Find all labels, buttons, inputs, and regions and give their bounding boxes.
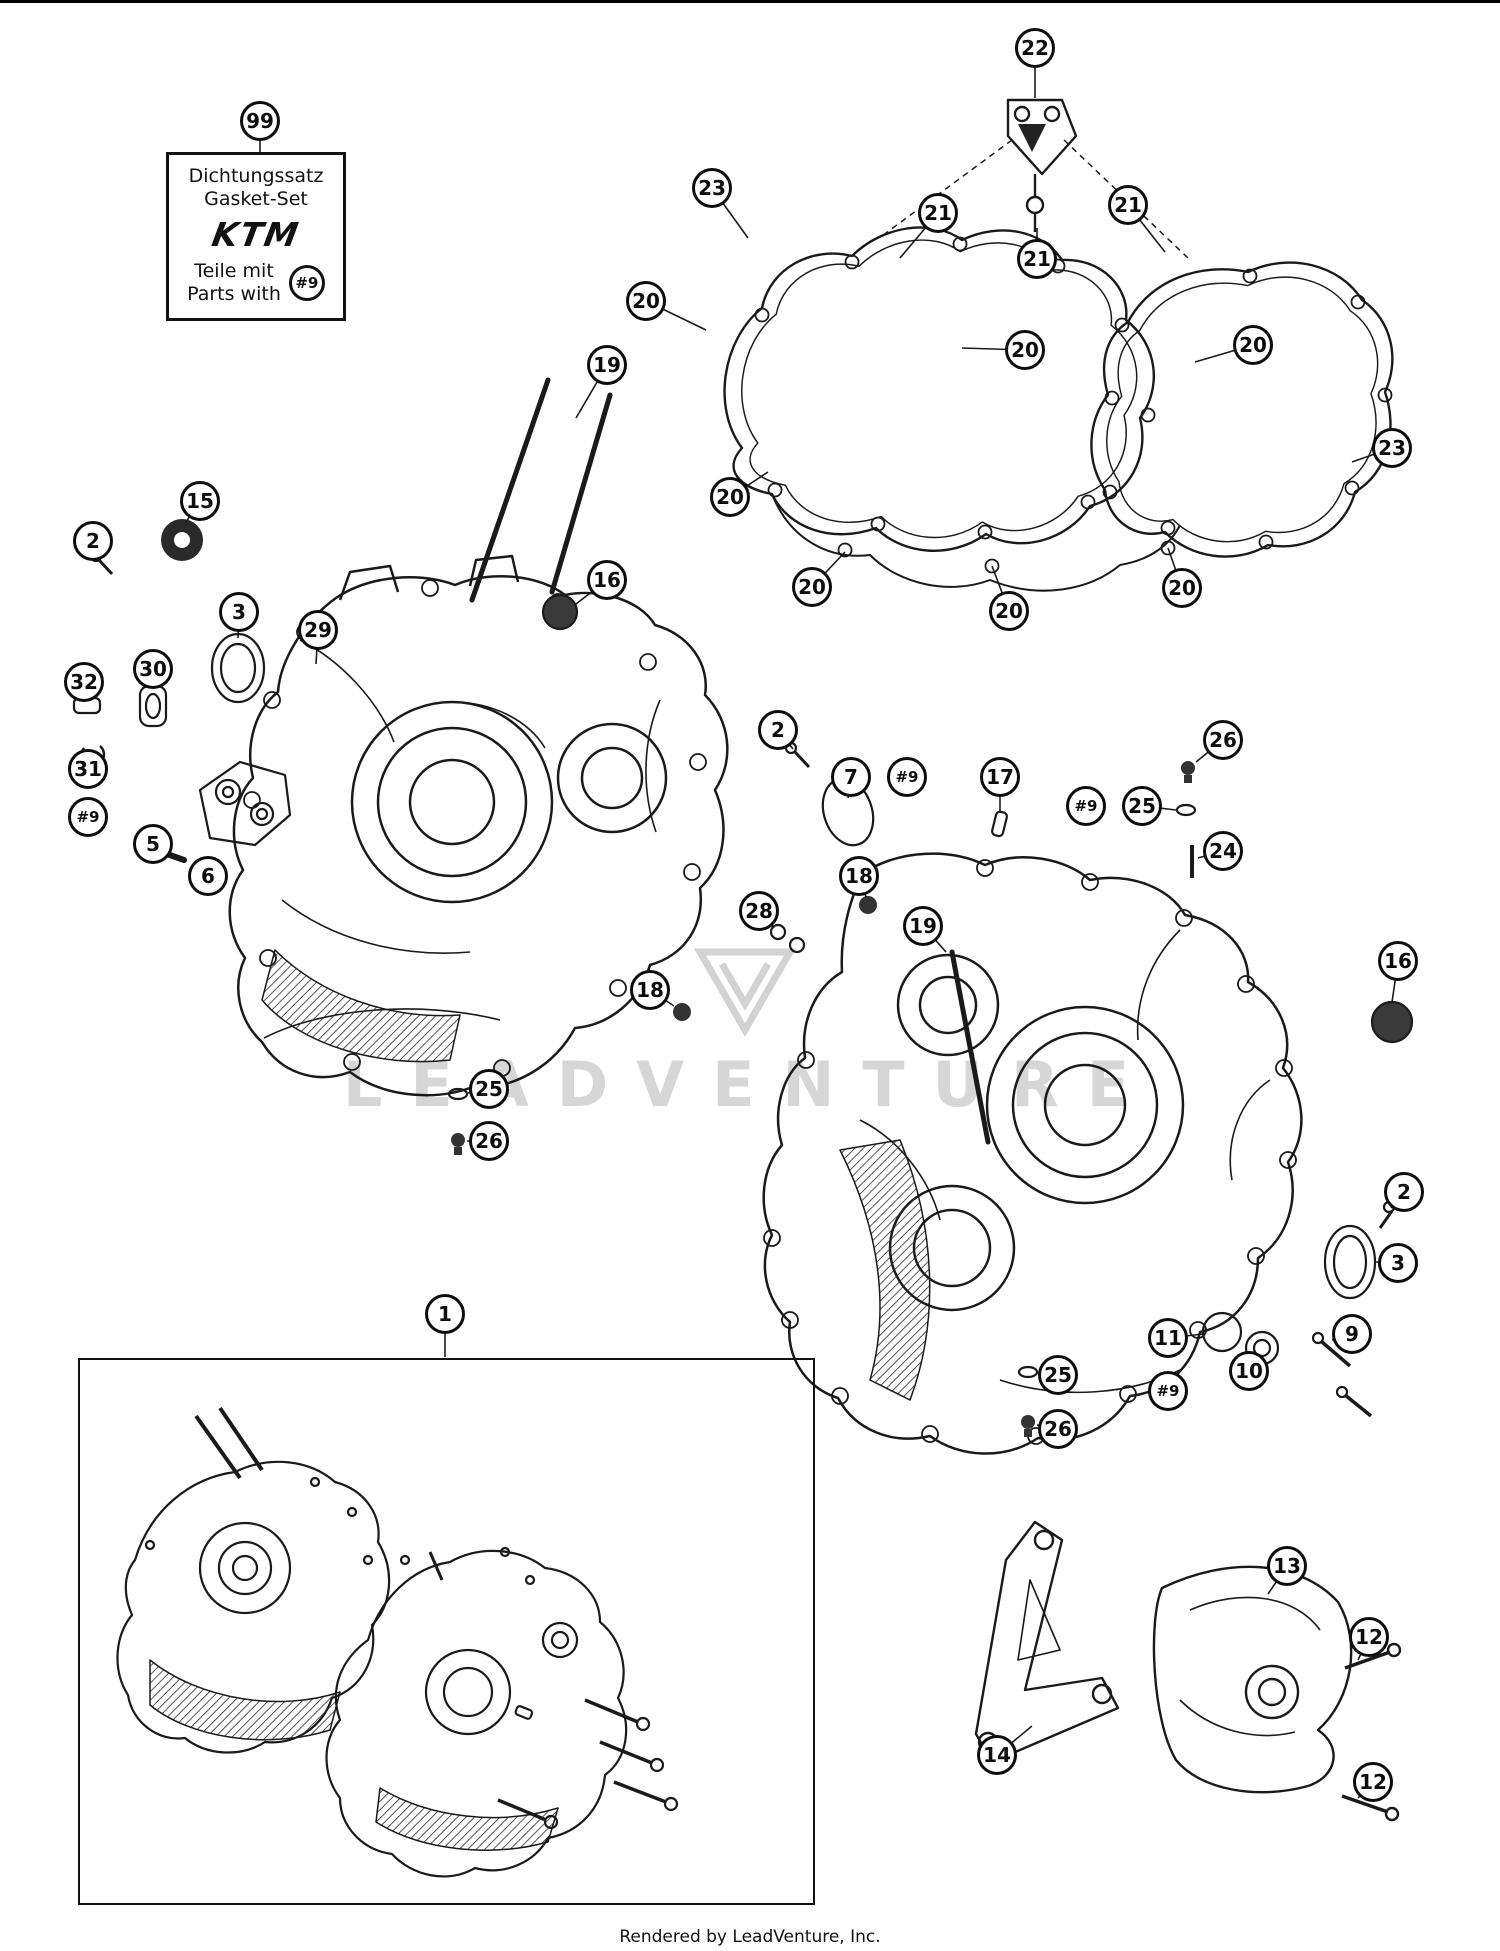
part-22-bracket <box>881 98 1189 259</box>
callout-17[interactable]: 17 <box>980 757 1020 797</box>
callout-9[interactable]: 9 <box>1332 1314 1372 1354</box>
callout-20[interactable]: 20 <box>1233 325 1273 365</box>
callout-6[interactable]: 6 <box>188 856 228 896</box>
callout-14[interactable]: 14 <box>977 1735 1017 1775</box>
callout-25[interactable]: 25 <box>1038 1355 1078 1395</box>
callout-16[interactable]: 16 <box>1378 941 1418 981</box>
callout-26[interactable]: 26 <box>1038 1409 1078 1449</box>
watermark-logo-icon <box>693 948 797 1038</box>
callout-20[interactable]: 20 <box>710 477 750 517</box>
callout-25[interactable]: 25 <box>1122 786 1162 826</box>
callout-11[interactable]: 11 <box>1148 1318 1188 1358</box>
callout-25[interactable]: 25 <box>469 1069 509 1109</box>
callout-12[interactable]: 12 <box>1353 1762 1393 1802</box>
callout-16[interactable]: 16 <box>587 560 627 600</box>
callout-23[interactable]: 23 <box>1372 428 1412 468</box>
callout-3[interactable]: 3 <box>219 592 259 632</box>
watermark: LEADVENTURE <box>342 1048 1158 1121</box>
gasket-outline <box>723 226 1394 592</box>
callout-26[interactable]: 26 <box>469 1121 509 1161</box>
callout-21[interactable]: 21 <box>918 193 958 233</box>
callout-15[interactable]: 15 <box>180 481 220 521</box>
callout-22[interactable]: 22 <box>1015 28 1055 68</box>
callout-hash9[interactable]: #9 <box>887 757 927 797</box>
callout-30[interactable]: 30 <box>133 649 173 689</box>
callout-32[interactable]: 32 <box>64 662 104 702</box>
callout-hash9[interactable]: #9 <box>68 797 108 837</box>
callout-20[interactable]: 20 <box>792 567 832 607</box>
footer-credit: Rendered by LeadVenture, Inc. <box>619 1927 881 1947</box>
callout-3[interactable]: 3 <box>1378 1243 1418 1283</box>
callout-29[interactable]: 29 <box>298 610 338 650</box>
callout-20[interactable]: 20 <box>989 591 1029 631</box>
callout-2[interactable]: 2 <box>73 521 113 561</box>
callout-28[interactable]: 28 <box>739 891 779 931</box>
callout-24[interactable]: 24 <box>1203 831 1243 871</box>
gasket-set-box: Dichtungssatz Gasket-Set KTM Teile mit P… <box>166 152 346 321</box>
callout-2[interactable]: 2 <box>758 710 798 750</box>
callout-1[interactable]: 1 <box>425 1294 465 1334</box>
gasket-set-line-en: Gasket-Set <box>204 187 308 210</box>
callout-10[interactable]: 10 <box>1229 1351 1269 1391</box>
callout-21[interactable]: 21 <box>1108 185 1148 225</box>
callout-19[interactable]: 19 <box>587 345 627 385</box>
callout-12[interactable]: 12 <box>1349 1617 1389 1657</box>
assembly-overview-box <box>78 1358 815 1905</box>
callout-20[interactable]: 20 <box>1005 330 1045 370</box>
hash9-badge: #9 <box>288 264 325 301</box>
parts-with-line-de: Teile mit <box>194 260 274 283</box>
callout-20[interactable]: 20 <box>626 281 666 321</box>
callout-5[interactable]: 5 <box>133 824 173 864</box>
callout-23[interactable]: 23 <box>692 168 732 208</box>
callout-18[interactable]: 18 <box>630 970 670 1010</box>
callout-hash9[interactable]: #9 <box>1066 786 1106 826</box>
callout-99[interactable]: 99 <box>240 101 280 141</box>
callout-26[interactable]: 26 <box>1203 720 1243 760</box>
parts-with-line-en: Parts with <box>187 282 281 305</box>
gasket-set-line-de: Dichtungssatz <box>188 165 324 187</box>
callout-hash9[interactable]: #9 <box>1148 1371 1188 1411</box>
right-crankcase <box>762 852 1303 1455</box>
callout-20[interactable]: 20 <box>1162 568 1202 608</box>
callout-21[interactable]: 21 <box>1017 239 1057 279</box>
callout-31[interactable]: 31 <box>68 749 108 789</box>
engine-bracket <box>974 1520 1120 1764</box>
callout-18[interactable]: 18 <box>839 856 879 896</box>
ktm-logo: KTM <box>209 214 303 254</box>
callout-19[interactable]: 19 <box>903 906 943 946</box>
callout-13[interactable]: 13 <box>1267 1546 1307 1586</box>
callout-2[interactable]: 2 <box>1384 1172 1424 1212</box>
callout-7[interactable]: 7 <box>831 757 871 797</box>
